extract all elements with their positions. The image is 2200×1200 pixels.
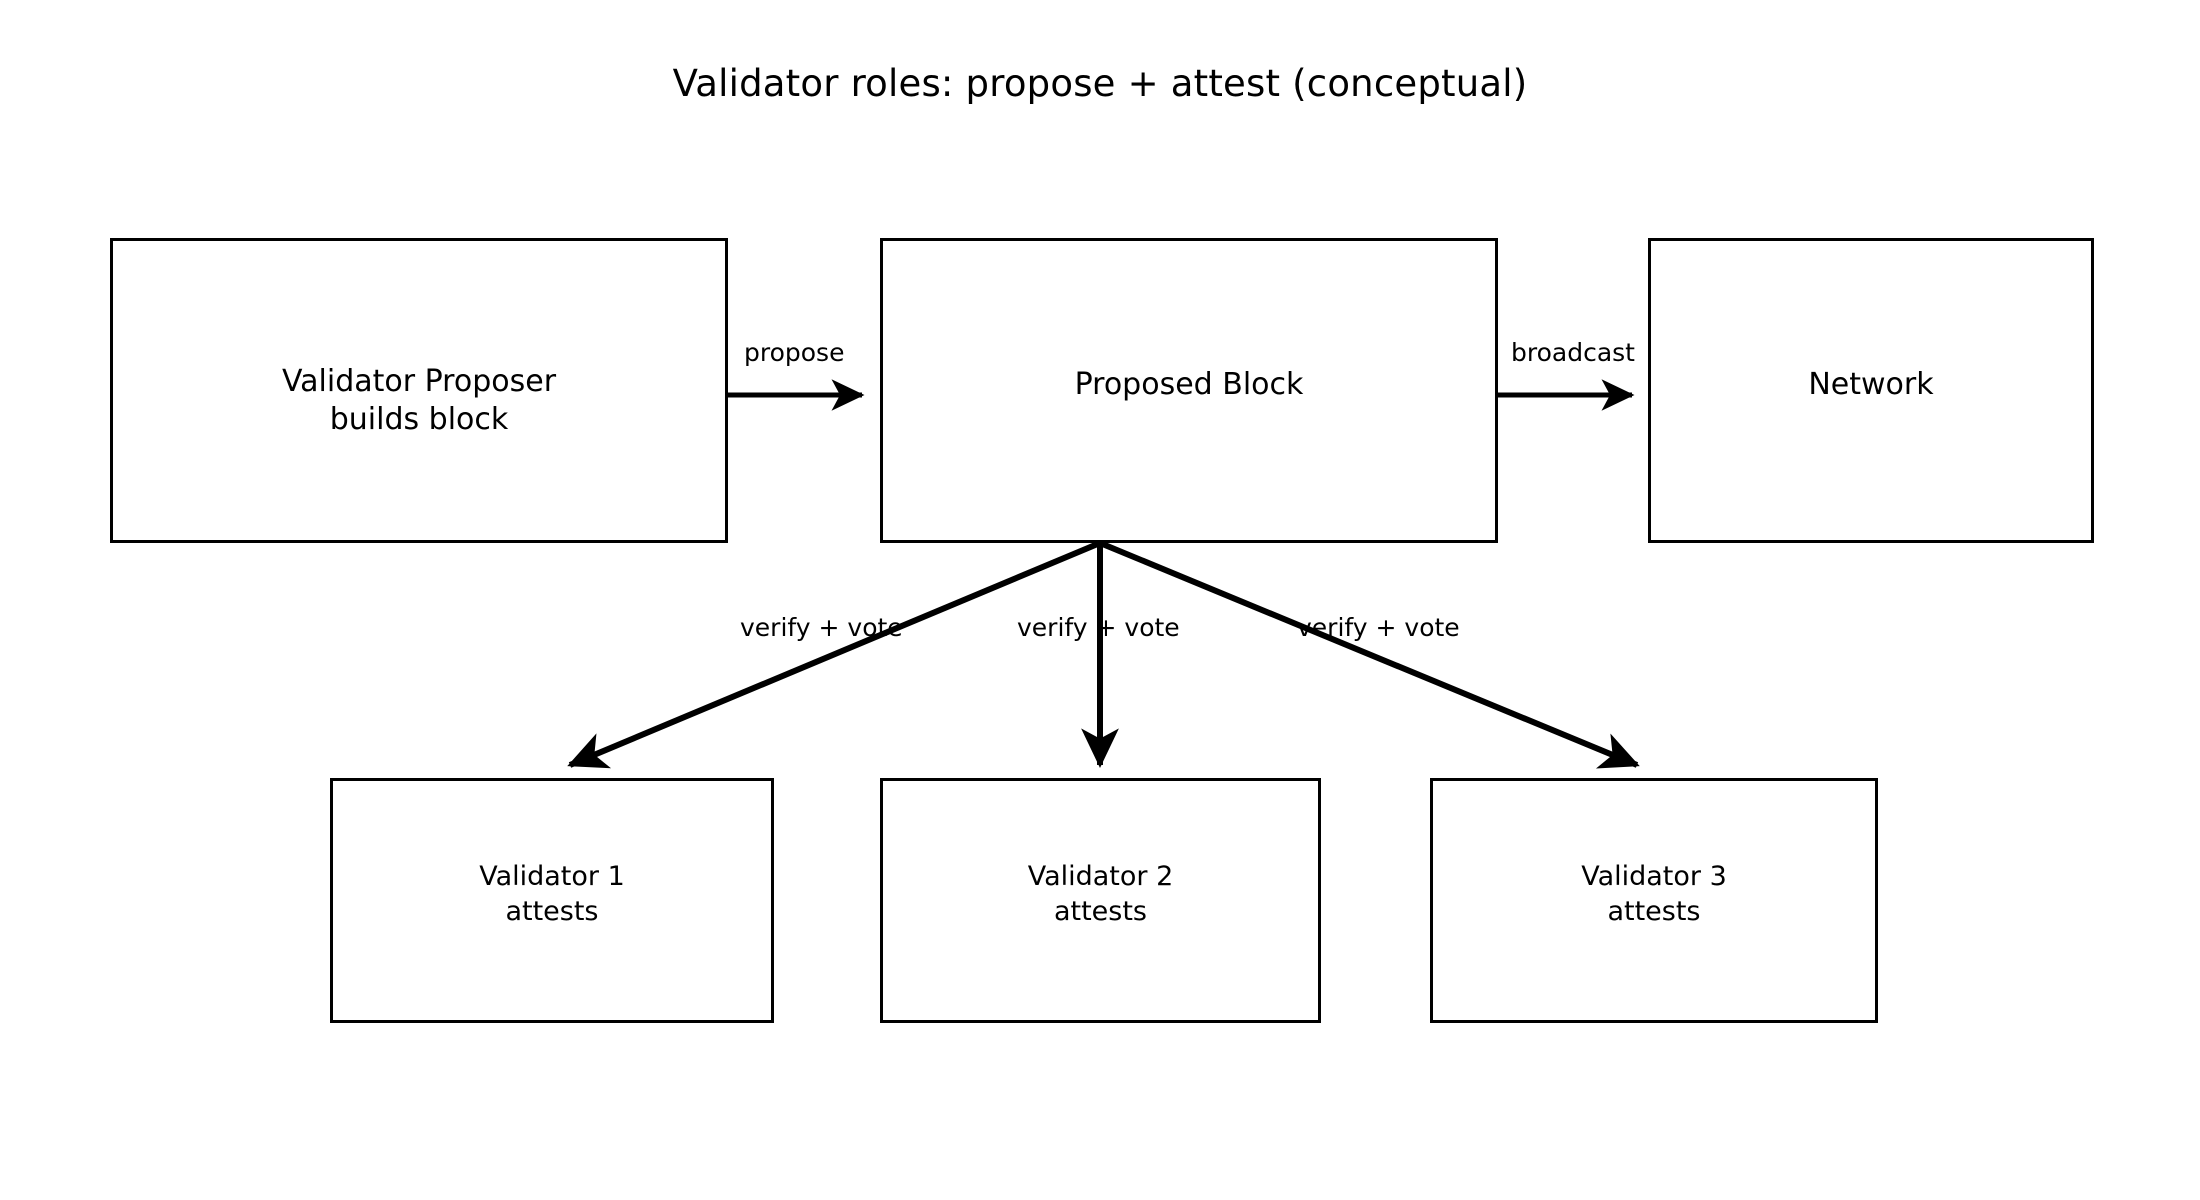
node-validator-1-label: Validator 1 attests	[479, 861, 625, 927]
edge-label-verify-vote-3: verify + vote	[1297, 613, 1460, 642]
edge-label-verify-vote-2: verify + vote	[1017, 613, 1180, 642]
edge-vote-3-arrow	[1098, 540, 1640, 769]
node-validator-1[interactable]: Validator 1 attests	[330, 778, 774, 1023]
diagram-title: Validator roles: propose + attest (conce…	[672, 62, 1528, 105]
node-validator-2-label: Validator 2 attests	[1027, 861, 1174, 927]
edge-label-broadcast: broadcast	[1511, 338, 1635, 367]
node-validator-proposer-label: Validator Proposer builds block	[281, 363, 557, 437]
node-network-label: Network	[1808, 366, 1934, 402]
edge-label-propose: propose	[744, 338, 845, 367]
node-network[interactable]: Network	[1648, 238, 2094, 543]
node-proposed-block[interactable]: Proposed Block	[880, 238, 1498, 543]
node-validator-3-label: Validator 3 attests	[1581, 861, 1727, 927]
node-proposed-block-label: Proposed Block	[1074, 366, 1304, 402]
node-validator-2[interactable]: Validator 2 attests	[880, 778, 1321, 1023]
node-validator-3[interactable]: Validator 3 attests	[1430, 778, 1878, 1023]
node-validator-proposer[interactable]: Validator Proposer builds block	[110, 238, 728, 543]
edge-vote-1-arrow	[567, 540, 1102, 769]
edge-label-verify-vote-1: verify + vote	[740, 613, 903, 642]
